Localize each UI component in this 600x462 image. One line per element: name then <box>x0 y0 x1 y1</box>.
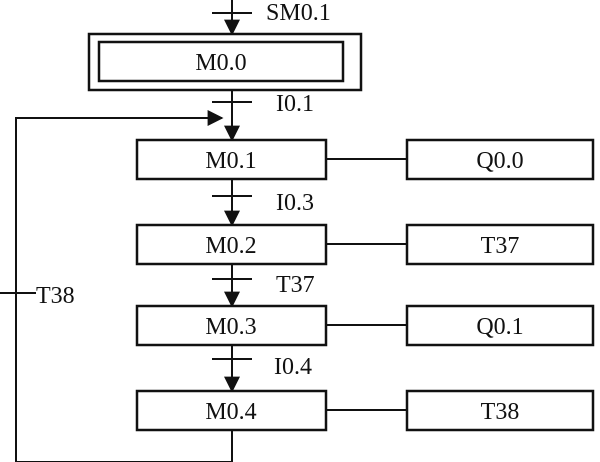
step-box-4 <box>135 389 328 432</box>
initial-step-label: M0.0 <box>195 50 246 76</box>
transition-label-3: I0.4 <box>274 354 312 380</box>
initial-step-inner-box <box>97 40 345 83</box>
action-box-3 <box>405 304 595 347</box>
step-label-2: M0.2 <box>205 233 256 259</box>
start-transition-label: SM0.1 <box>266 0 331 26</box>
step-label-3: M0.3 <box>205 314 256 340</box>
loop-transition-label: T38 <box>36 283 75 309</box>
action-box-1 <box>405 138 595 181</box>
transition-label-2: T37 <box>276 272 315 298</box>
step-box-1 <box>135 138 328 181</box>
action-label-1: Q0.0 <box>476 148 523 174</box>
action-label-3: Q0.1 <box>476 314 523 340</box>
step-box-2 <box>135 223 328 266</box>
step-label-1: M0.1 <box>205 148 256 174</box>
action-box-2 <box>405 223 595 266</box>
action-box-4 <box>405 389 595 432</box>
loop-back-line <box>15 110 233 462</box>
step-label-4: M0.4 <box>205 399 256 425</box>
action-label-4: T38 <box>481 399 520 425</box>
action-label-2: T37 <box>481 233 520 259</box>
transition-label-0: I0.1 <box>276 91 314 117</box>
transition-label-1: I0.3 <box>276 190 314 216</box>
step-box-3 <box>135 304 328 347</box>
